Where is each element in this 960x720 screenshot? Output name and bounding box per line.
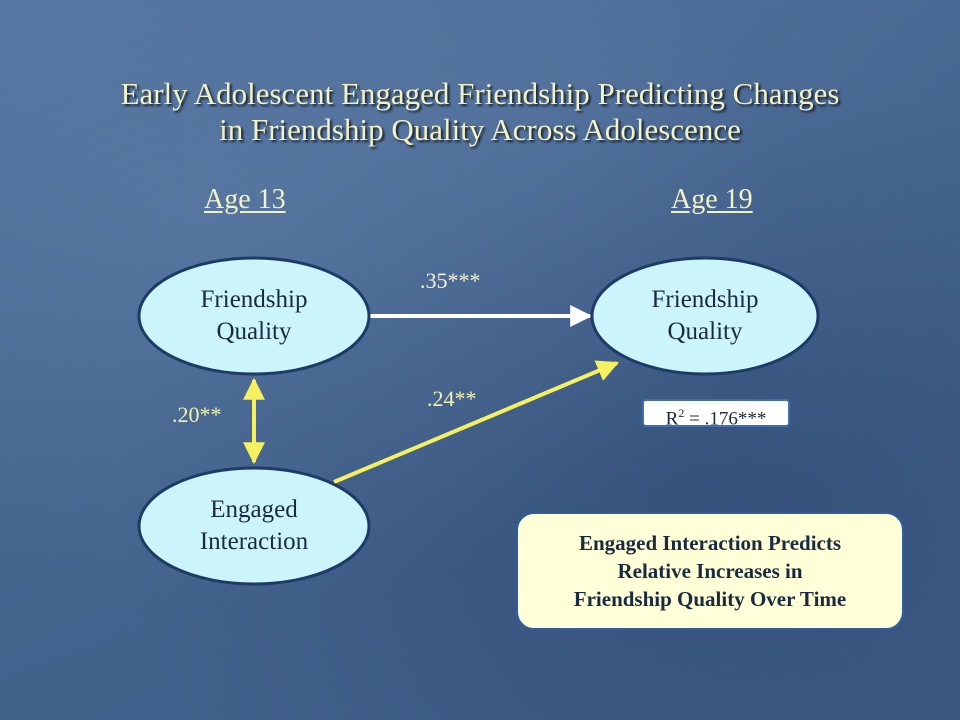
age-13-label: Age 13 (204, 184, 286, 215)
title-line-2: in Friendship Quality Across Adolescence (219, 112, 741, 147)
node-engaged-interaction-age13: Engaged Interaction (139, 468, 369, 584)
node-fq-age19-shape (590, 256, 820, 376)
callout-line-2: Relative Increases in (617, 559, 803, 583)
node-label-line-1: Friendship (200, 286, 308, 313)
cross-lag-arrow (333, 360, 620, 484)
node-ei-age13-shape (137, 466, 371, 586)
node-fq-age13-shape (137, 256, 371, 376)
r-squared-label: R (665, 408, 679, 430)
node-label-line-1: Engaged (210, 496, 298, 523)
node-label-line-2: Quality (216, 318, 292, 345)
node-friendship-quality-age13: Friendship Quality (139, 258, 369, 374)
cross-lag-coefficient: .24** (427, 386, 477, 411)
node-friendship-quality-age19: Friendship Quality (592, 258, 818, 374)
node-label-line-2: Interaction (199, 528, 309, 555)
stability-coefficient: .35*** (420, 268, 481, 293)
age-19-label: Age 19 (671, 184, 753, 215)
r-squared-superscript: 2 (678, 406, 685, 420)
r-squared-value: = .176*** (684, 408, 767, 430)
correlation-coefficient: .20** (172, 402, 222, 427)
node-label-line-2: Quality (667, 318, 743, 345)
callout-line-1: Engaged Interaction Predicts (578, 531, 842, 555)
node-label-line-1: Friendship (651, 286, 759, 313)
callout-line-3: Friendship Quality Over Time (573, 587, 847, 611)
slide-title: Early Adolescent Engaged Friendship Pred… (0, 76, 960, 148)
title-line-1: Early Adolescent Engaged Friendship Pred… (120, 76, 840, 111)
r-squared-box: R2 = .176*** (642, 399, 790, 430)
conclusion-callout: Engaged Interaction Predicts Relative In… (516, 512, 904, 630)
